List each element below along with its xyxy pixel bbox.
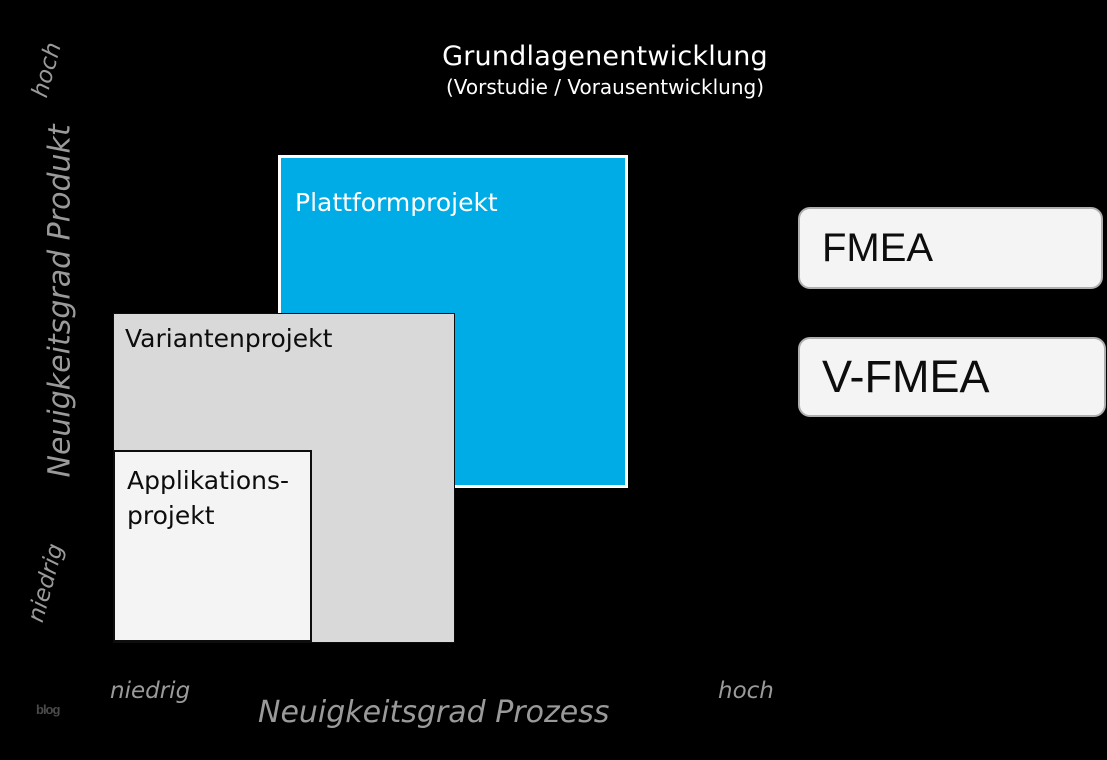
x-axis-title: Neuigkeitsgrad Prozess [258, 695, 610, 730]
page-subtitle: (Vorstudie / Vorausentwicklung) [446, 75, 764, 99]
callout-fmea-label: FMEA [822, 225, 934, 270]
region-label-variantenprojekt: Variantenprojekt [125, 324, 333, 353]
watermark-blog: blog [36, 702, 60, 717]
y-axis-tick-low: niedrig [23, 540, 69, 626]
callout-v-fmea-label: V-FMEA [822, 351, 990, 402]
callout-v-fmea[interactable]: V-FMEA [798, 337, 1106, 417]
region-label-applikationsprojekt: Applikations- projekt [127, 466, 290, 530]
x-axis-tick-low: niedrig [110, 678, 191, 704]
callout-fmea[interactable]: FMEA [798, 207, 1103, 289]
y-axis-title: Neuigkeitsgrad Produkt [42, 124, 78, 478]
region-label-plattformprojekt: Plattformprojekt [295, 188, 498, 217]
diagram-title-block: Grundlagenentwicklung (Vorstudie / Vorau… [380, 40, 830, 100]
region-applikationsprojekt[interactable]: Applikations- projekt [113, 450, 312, 642]
y-axis-tick-high: hoch [27, 39, 67, 101]
x-axis-tick-high: hoch [718, 678, 774, 704]
page-title: Grundlagenentwicklung [442, 41, 768, 72]
